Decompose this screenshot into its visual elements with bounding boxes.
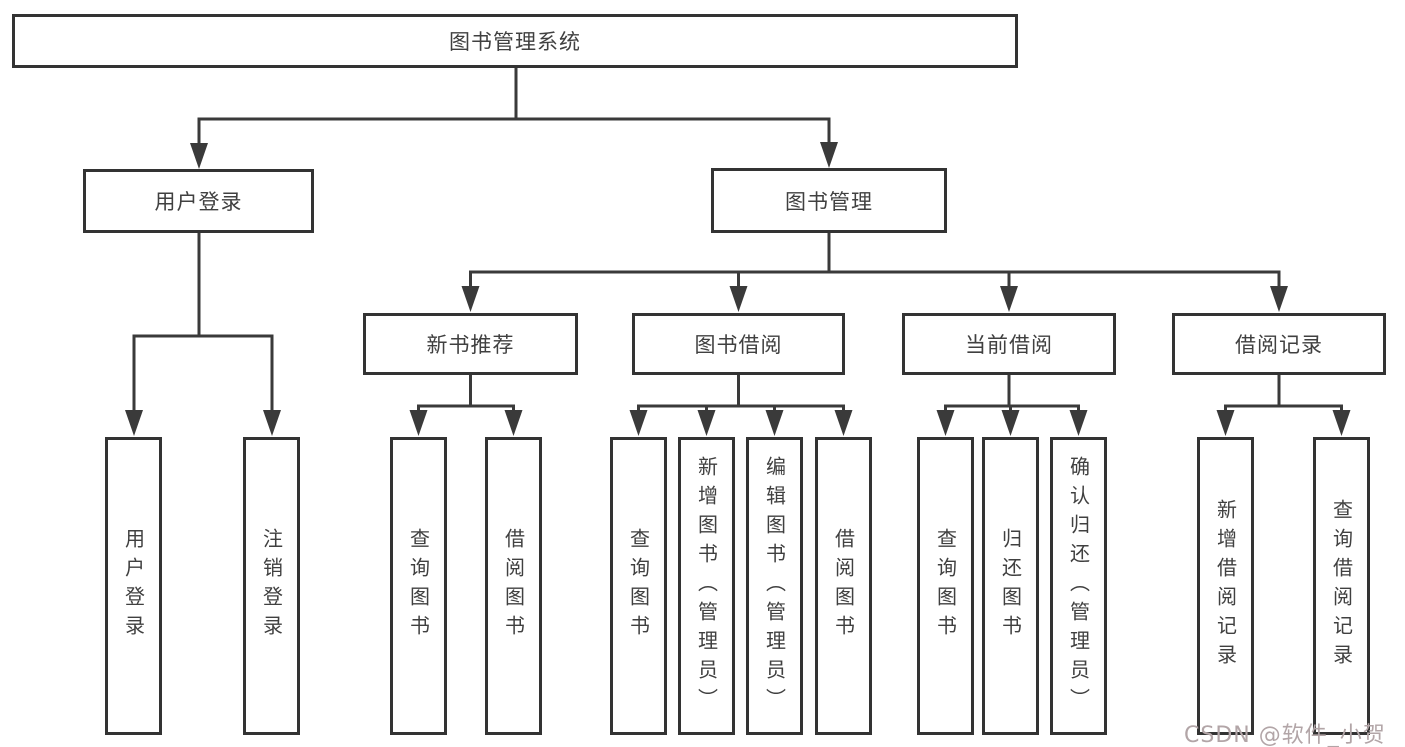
leaf-borrow-books-recommend-label: 借阅图书 [501, 528, 526, 644]
node-user-login-label: 用户登录 [154, 190, 243, 214]
node-book-borrowing-label: 图书借阅 [694, 333, 783, 357]
leaf-logout: 注销登录 [243, 437, 300, 735]
leaf-borrow-books-recommend: 借阅图书 [485, 437, 542, 735]
node-system-root: 图书管理系统 [12, 14, 1018, 68]
node-new-book-recommend-label: 新书推荐 [426, 333, 515, 357]
leaf-query-books-borrowing-label: 查询图书 [626, 528, 651, 644]
node-system-root-label: 图书管理系统 [449, 30, 581, 54]
node-current-borrowing: 当前借阅 [902, 313, 1116, 375]
leaf-return-book-label: 归还图书 [998, 528, 1023, 644]
node-book-management-label: 图书管理 [785, 189, 873, 214]
leaf-add-borrow-record-label: 新增借阅记录 [1213, 499, 1238, 673]
csdn-watermark: CSDN @软件_小贺同学 [1184, 723, 1386, 747]
leaf-add-book-admin-label: 新增图书（管理员） [694, 455, 719, 717]
node-current-borrowing-label: 当前借阅 [965, 333, 1053, 357]
leaf-borrow-books-borrowing-label: 借阅图书 [831, 528, 856, 644]
leaf-user-login-label: 用户登录 [121, 528, 146, 644]
leaf-confirm-return-admin: 确认归还（管理员） [1050, 437, 1107, 735]
leaf-query-books-recommend: 查询图书 [390, 437, 447, 735]
node-book-borrowing: 图书借阅 [632, 313, 845, 375]
leaf-query-books-borrowing: 查询图书 [610, 437, 667, 735]
leaf-add-borrow-record: 新增借阅记录 [1197, 437, 1254, 735]
node-borrow-records: 借阅记录 [1172, 313, 1386, 375]
leaf-edit-book-admin: 编辑图书（管理员） [746, 437, 803, 735]
leaf-query-borrow-record: 查询借阅记录 [1313, 437, 1370, 735]
leaf-query-books-current: 查询图书 [917, 437, 974, 735]
leaf-logout-label: 注销登录 [259, 528, 284, 644]
leaf-query-borrow-record-label: 查询借阅记录 [1329, 499, 1354, 673]
leaf-user-login: 用户登录 [105, 437, 162, 735]
leaf-edit-book-admin-label: 编辑图书（管理员） [762, 455, 787, 717]
leaf-query-books-current-label: 查询图书 [933, 528, 958, 644]
leaf-confirm-return-admin-label: 确认归还（管理员） [1066, 455, 1091, 717]
leaf-query-books-recommend-label: 查询图书 [406, 528, 431, 644]
node-user-login: 用户登录 [83, 169, 314, 233]
leaf-borrow-books-borrowing: 借阅图书 [815, 437, 872, 735]
node-new-book-recommend: 新书推荐 [363, 313, 578, 375]
node-book-management: 图书管理 [711, 168, 947, 233]
leaf-return-book: 归还图书 [982, 437, 1039, 735]
leaf-add-book-admin: 新增图书（管理员） [678, 437, 735, 735]
node-borrow-records-label: 借阅记录 [1235, 333, 1323, 357]
